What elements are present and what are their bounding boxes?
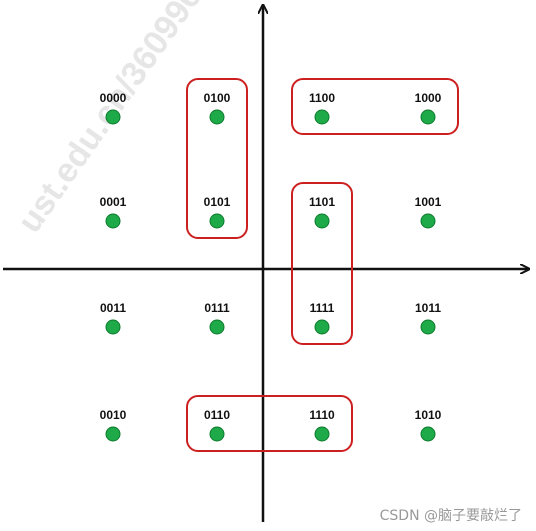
point-label: 0011 (100, 301, 126, 315)
point-label: 0100 (204, 91, 231, 105)
point-1010: 1010 (415, 408, 442, 442)
point-dot (420, 213, 436, 229)
point-0011: 0011 (100, 301, 126, 335)
point-dot (105, 319, 121, 335)
point-1000: 1000 (415, 91, 442, 125)
point-label: 1000 (415, 91, 442, 105)
point-dot (420, 426, 436, 442)
point-label: 0000 (100, 91, 127, 105)
point-label: 1111 (310, 301, 335, 315)
point-dot (314, 319, 330, 335)
point-label: 1101 (309, 195, 335, 209)
point-label: 1011 (415, 301, 441, 315)
point-label: 0101 (204, 195, 231, 209)
point-label: 1100 (309, 91, 335, 105)
constellation-points: 0000 0100 1100 1000 0001 0101 1101 1001 0011 0111… (100, 91, 442, 442)
point-dot (209, 213, 225, 229)
point-dot (105, 109, 121, 125)
point-label: 1001 (415, 195, 442, 209)
point-1011: 1011 (415, 301, 441, 335)
point-0110: 0110 (204, 408, 230, 442)
group-box-1100-1000 (291, 78, 459, 135)
group-box-0100-0101 (186, 78, 248, 239)
point-label: 1110 (309, 408, 335, 422)
point-0101: 0101 (204, 195, 231, 229)
point-label: 1010 (415, 408, 442, 422)
point-dot (209, 109, 225, 125)
group-boxes (186, 78, 459, 452)
point-dot (209, 319, 225, 335)
point-1111: 1111 (310, 301, 335, 335)
point-1100: 1100 (309, 91, 335, 125)
point-dot (314, 426, 330, 442)
credit-watermark: CSDN @脑子要敲烂了 (379, 508, 522, 524)
group-box-1101-1111 (291, 182, 353, 345)
group-box-0110-1110 (186, 395, 353, 452)
point-1101: 1101 (309, 195, 335, 229)
point-0001: 0001 (100, 195, 127, 229)
point-dot (314, 109, 330, 125)
point-0100: 0100 (204, 91, 231, 125)
point-label: 0111 (204, 301, 230, 315)
point-label: 0001 (100, 195, 127, 209)
point-label: 0010 (100, 408, 127, 422)
point-1001: 1001 (415, 195, 442, 229)
point-0000: 0000 (100, 91, 127, 125)
point-dot (105, 213, 121, 229)
point-label: 0110 (204, 408, 230, 422)
point-dot (420, 109, 436, 125)
point-0111: 0111 (204, 301, 230, 335)
point-dot (105, 426, 121, 442)
point-0010: 0010 (100, 408, 127, 442)
point-dot (314, 213, 330, 229)
point-1110: 1110 (309, 408, 335, 442)
point-dot (420, 319, 436, 335)
point-dot (209, 426, 225, 442)
